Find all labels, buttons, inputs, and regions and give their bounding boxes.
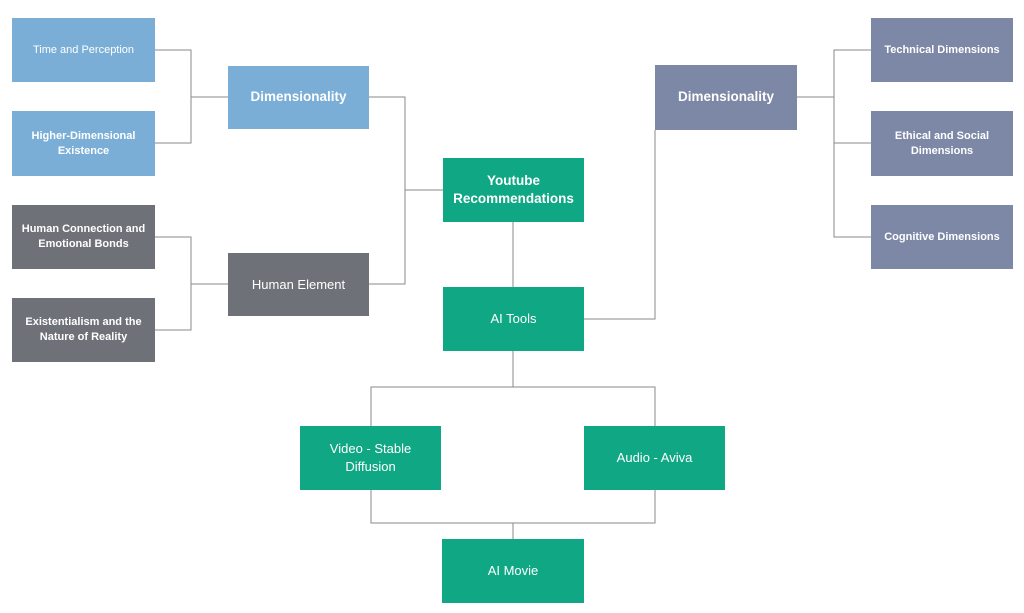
connector-ai-tools-to-branches	[370, 351, 656, 426]
node-youtube-recommendations[interactable]: Youtube Recommendations	[443, 158, 584, 222]
node-technical-dimensions[interactable]: Technical Dimensions	[871, 18, 1013, 82]
node-higher-dimensional-existence[interactable]: Higher-Dimensional Existence	[12, 111, 155, 176]
connector-human-element-to-youtube	[369, 190, 406, 285]
connector-dimensionality-left-to-youtube	[369, 96, 443, 191]
node-dimensionality-right[interactable]: Dimensionality	[655, 65, 797, 130]
connector-ai-tools-to-dimensionality-right	[584, 130, 656, 320]
node-ethical-social-dimensions[interactable]: Ethical and Social Dimensions	[871, 111, 1013, 176]
connector-time-to-dimensionality-left	[155, 49, 228, 98]
connector-higher-to-dimensionality-left	[155, 97, 192, 144]
node-human-element[interactable]: Human Element	[228, 253, 369, 316]
connector-existentialism-to-human-element	[155, 284, 192, 331]
connector-human-connection-to-human-element	[155, 236, 228, 285]
connector-branches-to-ai-movie	[370, 490, 656, 539]
connector-dimensionality-right-to-cognitive	[833, 143, 871, 238]
node-audio-aviva[interactable]: Audio - Aviva	[584, 426, 725, 490]
node-existentialism-nature-of-reality[interactable]: Existentialism and the Nature of Reality	[12, 298, 155, 362]
node-dimensionality-left[interactable]: Dimensionality	[228, 66, 369, 129]
node-video-stable-diffusion[interactable]: Video - Stable Diffusion	[300, 426, 441, 490]
node-time-and-perception[interactable]: Time and Perception	[12, 18, 155, 82]
node-ai-tools[interactable]: AI Tools	[443, 287, 584, 351]
node-human-connection-emotional-bonds[interactable]: Human Connection and Emotional Bonds	[12, 205, 155, 269]
node-ai-movie[interactable]: AI Movie	[442, 539, 584, 603]
connector-dimensionality-right-to-technical	[797, 49, 871, 98]
connector-dimensionality-right-to-ethical	[833, 97, 871, 144]
node-cognitive-dimensions[interactable]: Cognitive Dimensions	[871, 205, 1013, 269]
